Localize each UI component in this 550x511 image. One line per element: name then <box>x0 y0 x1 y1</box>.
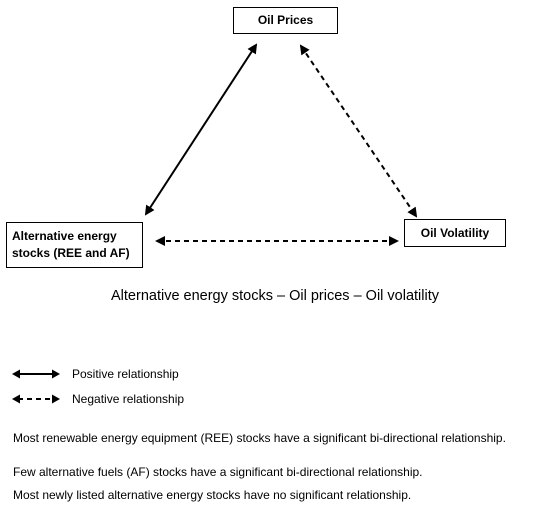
node-oil-volatility-label: Oil Volatility <box>420 225 490 240</box>
node-alternative-energy-label-line1: Alternative energy <box>12 229 117 243</box>
legend-dashed-arrow-icon <box>12 394 60 404</box>
edge-oilprices-oilvolatility <box>299 44 418 218</box>
legend-negative: Negative relationship <box>12 390 184 408</box>
note-ree: Most renewable energy equipment (REE) st… <box>13 431 506 445</box>
edge-oilprices-altenergy <box>144 43 258 216</box>
node-alternative-energy-stocks: Alternative energy stocks (REE and AF) <box>6 222 143 268</box>
note-af: Few alternative fuels (AF) stocks have a… <box>13 465 423 479</box>
node-oil-prices-label: Oil Prices <box>257 13 314 27</box>
node-alternative-energy-label-line2: stocks (REE and AF) <box>12 246 130 260</box>
legend-solid-arrow-icon <box>12 369 60 379</box>
legend-positive-label: Positive relationship <box>72 367 179 381</box>
note-newly-listed: Most newly listed alternative energy sto… <box>13 488 412 502</box>
diagram-caption: Alternative energy stocks – Oil prices –… <box>111 288 439 304</box>
legend-negative-label: Negative relationship <box>72 392 185 406</box>
node-oil-prices: Oil Prices <box>233 7 338 34</box>
legend-positive: Positive relationship <box>12 365 179 383</box>
node-oil-volatility: Oil Volatility <box>404 219 506 247</box>
